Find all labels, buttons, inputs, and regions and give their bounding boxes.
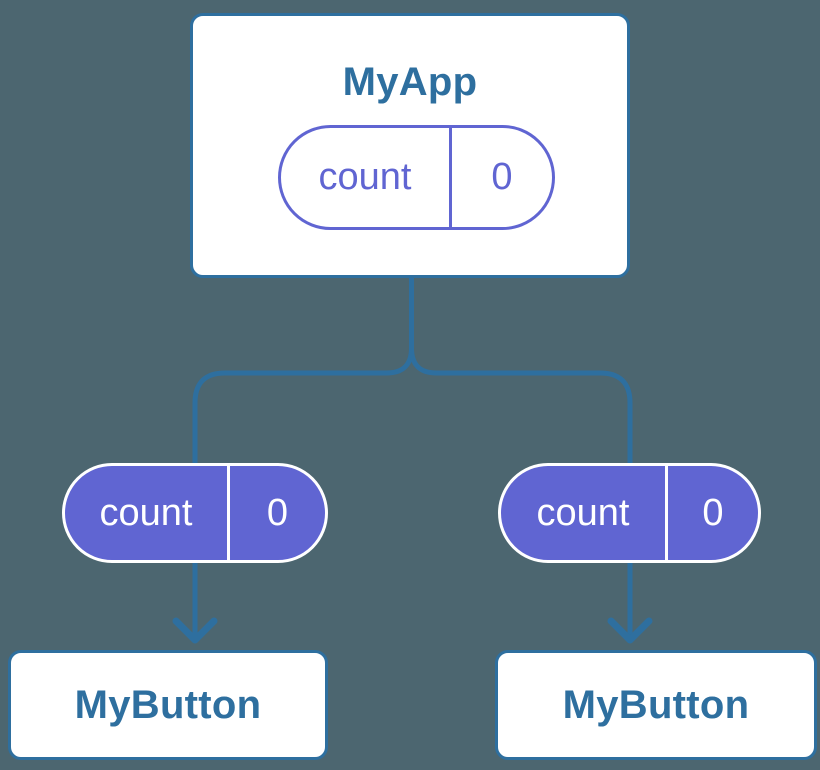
node-mybutton-left: MyButton <box>8 650 328 760</box>
connector-right-branch <box>409 347 633 463</box>
state-label: count <box>536 491 630 534</box>
state-value: 0 <box>665 466 758 560</box>
connector-left-branch <box>192 347 414 463</box>
state-pill-left: count 0 <box>62 463 328 563</box>
arrow-down-icon <box>172 617 218 644</box>
node-title: MyButton <box>74 683 262 727</box>
node-mybutton-right: MyButton <box>495 650 817 760</box>
state-value: 0 <box>227 466 325 560</box>
state-label: count <box>318 156 412 198</box>
state-pill-root: count 0 <box>278 125 555 230</box>
state-value: 0 <box>449 128 552 227</box>
state-pill-right: count 0 <box>498 463 761 563</box>
state-label: count <box>99 491 193 534</box>
node-title: MyButton <box>562 683 750 727</box>
arrow-down-icon <box>607 617 653 644</box>
node-title: MyApp <box>342 60 478 104</box>
